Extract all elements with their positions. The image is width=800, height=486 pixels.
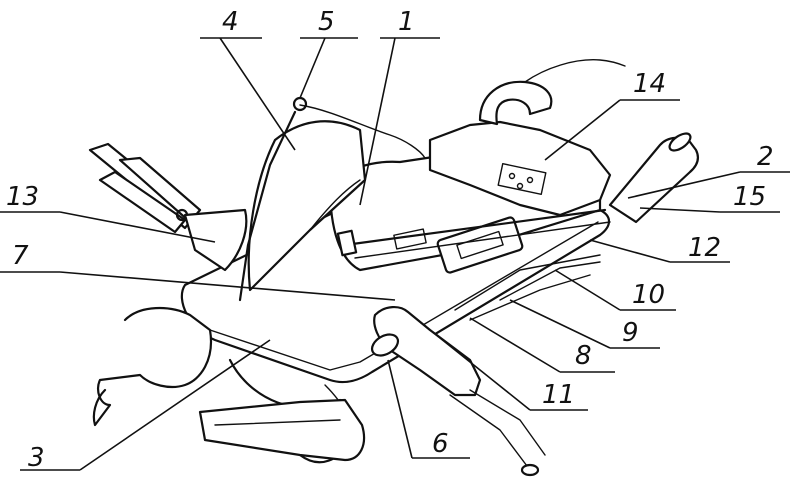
base-plate-edge	[209, 221, 599, 371]
callout-5: 5	[318, 7, 335, 37]
leg-strap-center	[198, 398, 366, 462]
housing-end	[668, 132, 692, 152]
dangling-strap-2	[469, 389, 546, 456]
leader-14	[544, 99, 680, 161]
harness-rail	[343, 208, 607, 247]
leader-10	[554, 269, 676, 311]
leader-11	[419, 321, 588, 411]
callout-15: 15	[733, 182, 766, 212]
lower-strap-assembly	[373, 306, 482, 397]
leader-1	[359, 37, 440, 206]
strap-right-3	[499, 261, 601, 301]
callout-6: 6	[432, 429, 449, 459]
pilot-cord	[299, 104, 426, 159]
cap-rivet-1	[508, 172, 516, 180]
leader-3	[20, 339, 271, 471]
slot-1	[393, 228, 427, 250]
handle-chain	[524, 59, 626, 83]
leg-strap-center-inner	[214, 419, 341, 426]
rail-buckle	[336, 229, 358, 257]
cap-plate	[497, 162, 547, 196]
strap-roll	[370, 333, 400, 357]
cap-rivet-2	[526, 176, 534, 184]
leader-9	[509, 299, 660, 349]
strap-right-2	[469, 274, 591, 321]
callout-labels: 1 2 3 4 5 6 7 8 9 10 11 12 13 14 15	[6, 7, 774, 473]
strap-left-2	[118, 156, 202, 224]
leader-13	[0, 211, 216, 243]
callout-11: 11	[542, 380, 575, 410]
left-pad	[183, 208, 248, 272]
callout-8: 8	[575, 341, 592, 371]
strap-clip	[520, 463, 540, 477]
callout-3: 3	[28, 443, 45, 473]
callout-4: 4	[222, 7, 239, 37]
callout-14: 14	[633, 69, 666, 99]
leader-2	[627, 171, 790, 199]
leader-7	[0, 271, 396, 301]
callout-1: 1	[398, 7, 415, 37]
leader-12	[589, 239, 730, 263]
pack-illustration	[88, 59, 700, 477]
ripcord-housing	[608, 136, 700, 224]
harness-rail-2	[354, 221, 611, 259]
callout-2: 2	[757, 142, 774, 172]
dangling-strap-1	[449, 394, 531, 471]
callout-12: 12	[688, 233, 721, 263]
leader-8	[469, 317, 615, 373]
flap-strap	[238, 110, 297, 302]
pilot-ring	[292, 96, 308, 112]
leader-4	[200, 37, 296, 151]
strap-right-1	[454, 254, 601, 311]
leader-lines	[0, 37, 790, 471]
leader-5	[299, 37, 358, 99]
cap-rivet-3	[516, 182, 524, 190]
carry-handle	[478, 80, 553, 126]
callout-9: 9	[622, 318, 639, 348]
leg-loop-left	[92, 306, 213, 427]
leader-15	[639, 207, 780, 213]
leader-6	[387, 359, 470, 459]
callout-7: 7	[12, 241, 29, 271]
callout-13: 13	[6, 182, 39, 212]
flap-fold	[309, 179, 361, 231]
side-flap-left	[247, 120, 367, 292]
callout-10: 10	[632, 280, 665, 310]
